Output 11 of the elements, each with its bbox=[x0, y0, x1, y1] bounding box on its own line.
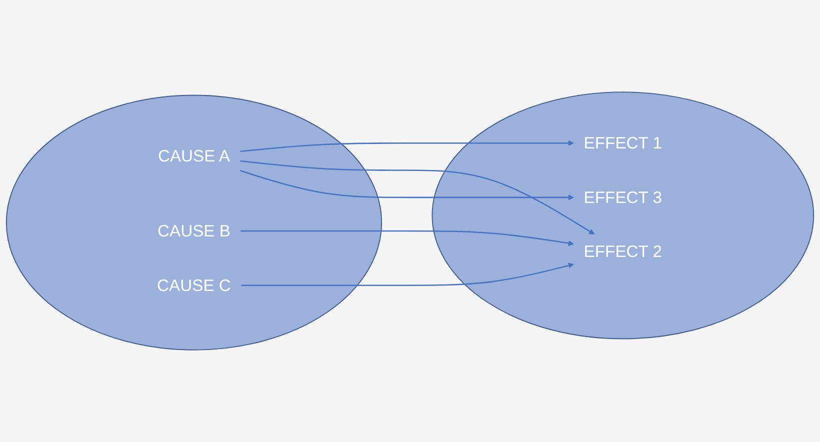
node-label: CAUSE C bbox=[157, 275, 231, 295]
node-label: CAUSE B bbox=[158, 221, 230, 240]
arrow bbox=[241, 262, 574, 286]
node-label: EFFECT 3 bbox=[584, 188, 662, 207]
node-label: CAUSE A bbox=[158, 146, 230, 166]
node-label: EFFECT 1 bbox=[584, 133, 662, 152]
arrow bbox=[240, 160, 595, 234]
node-label: EFFECT 2 bbox=[584, 242, 662, 262]
arrow bbox=[240, 170, 574, 200]
arrow bbox=[240, 230, 574, 246]
arrow bbox=[240, 140, 574, 152]
